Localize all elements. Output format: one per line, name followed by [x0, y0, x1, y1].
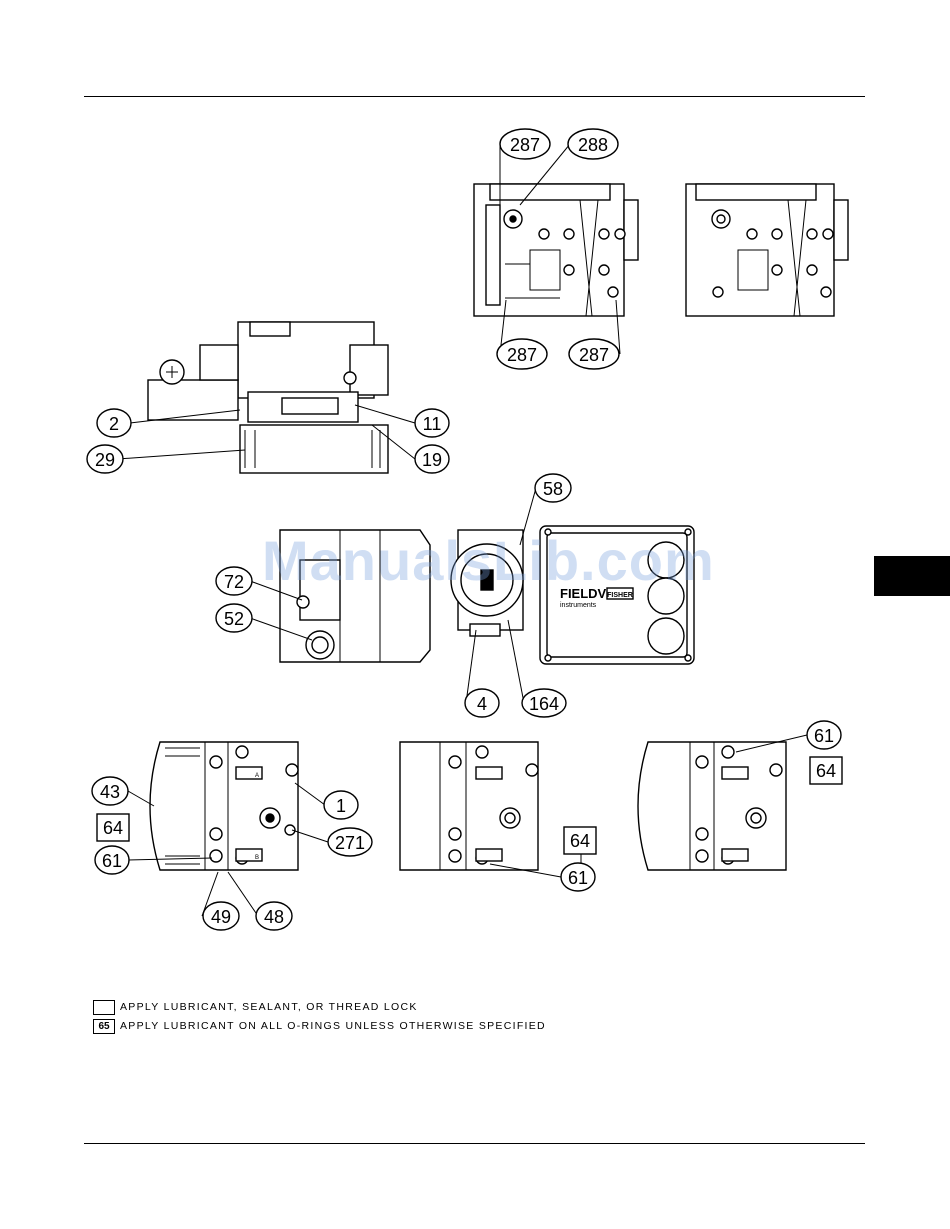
callout-164: 164 [522, 689, 566, 717]
callout-2: 2 [97, 409, 131, 437]
svg-text:271: 271 [335, 833, 365, 853]
key-box-64-right: 64 [810, 757, 842, 784]
legend-key-box-65: 65 [93, 1019, 115, 1034]
legend-text-sealant: APPLY LUBRICANT, SEALANT, OR THREAD LOCK [120, 1001, 418, 1013]
callout-72: 72 [216, 567, 252, 595]
callout-61-right: 61 [807, 721, 841, 749]
callout-48: 48 [256, 902, 292, 930]
svg-text:287: 287 [507, 345, 537, 365]
module-view-left [474, 184, 638, 316]
callout-1: 1 [324, 791, 358, 819]
legend-row-orings: 65 APPLY LUBRICANT ON ALL O-RINGS UNLESS… [93, 1018, 546, 1034]
housing-view-middle [400, 742, 538, 870]
svg-text:58: 58 [543, 479, 563, 499]
module-view-right [686, 184, 848, 316]
callout-52: 52 [216, 604, 252, 632]
callout-43: 43 [92, 777, 128, 805]
callout-19: 19 [415, 445, 449, 473]
key-box-64-left: 64 [97, 814, 129, 841]
housing-view-right [638, 742, 786, 870]
callout-61-left: 61 [95, 846, 129, 874]
svg-text:2: 2 [109, 414, 119, 434]
callout-61-middle: 61 [561, 863, 595, 891]
callout-4: 4 [465, 689, 499, 717]
callout-287-top: 287 [500, 129, 550, 159]
legend-row-sealant: APPLY LUBRICANT, SEALANT, OR THREAD LOCK [93, 999, 418, 1015]
callout-287-bottom-right: 287 [569, 339, 619, 369]
callout-11: 11 [415, 409, 449, 437]
svg-text:72: 72 [224, 572, 244, 592]
port-label-a-left: A [255, 773, 259, 779]
svg-text:29: 29 [95, 450, 115, 470]
callout-288: 288 [568, 129, 618, 159]
svg-text:43: 43 [100, 782, 120, 802]
callout-29: 29 [87, 445, 123, 473]
port-label-b-left: B [255, 855, 259, 861]
svg-text:61: 61 [102, 851, 122, 871]
svg-text:49: 49 [211, 907, 231, 927]
watermark: ManualsLib.com [262, 528, 715, 593]
svg-text:11: 11 [423, 414, 442, 434]
svg-text:64: 64 [103, 818, 123, 838]
callout-49: 49 [203, 902, 239, 930]
svg-text:4: 4 [477, 694, 487, 714]
svg-text:1: 1 [336, 796, 346, 816]
housing-view-left: A B [150, 742, 298, 870]
legend-key-box-empty [93, 1000, 115, 1015]
svg-text:61: 61 [814, 726, 834, 746]
legend-text-orings: APPLY LUBRICANT ON ALL O-RINGS UNLESS OT… [120, 1020, 546, 1032]
callout-287-bottom-left: 287 [497, 339, 547, 369]
svg-text:287: 287 [579, 345, 609, 365]
callout-271: 271 [328, 828, 372, 856]
svg-text:19: 19 [422, 450, 442, 470]
svg-text:64: 64 [816, 761, 836, 781]
nameplate-maker: FISHER [607, 592, 633, 599]
key-box-64-middle: 64 [564, 827, 596, 854]
svg-text:52: 52 [224, 609, 244, 629]
relay-assembly [148, 322, 388, 473]
svg-text:64: 64 [570, 831, 590, 851]
svg-text:48: 48 [264, 907, 284, 927]
callout-58: 58 [535, 474, 571, 502]
nameplate-sub: instruments [560, 602, 597, 609]
svg-text:287: 287 [510, 135, 540, 155]
svg-text:61: 61 [568, 868, 588, 888]
svg-text:288: 288 [578, 135, 608, 155]
svg-text:164: 164 [529, 694, 559, 714]
